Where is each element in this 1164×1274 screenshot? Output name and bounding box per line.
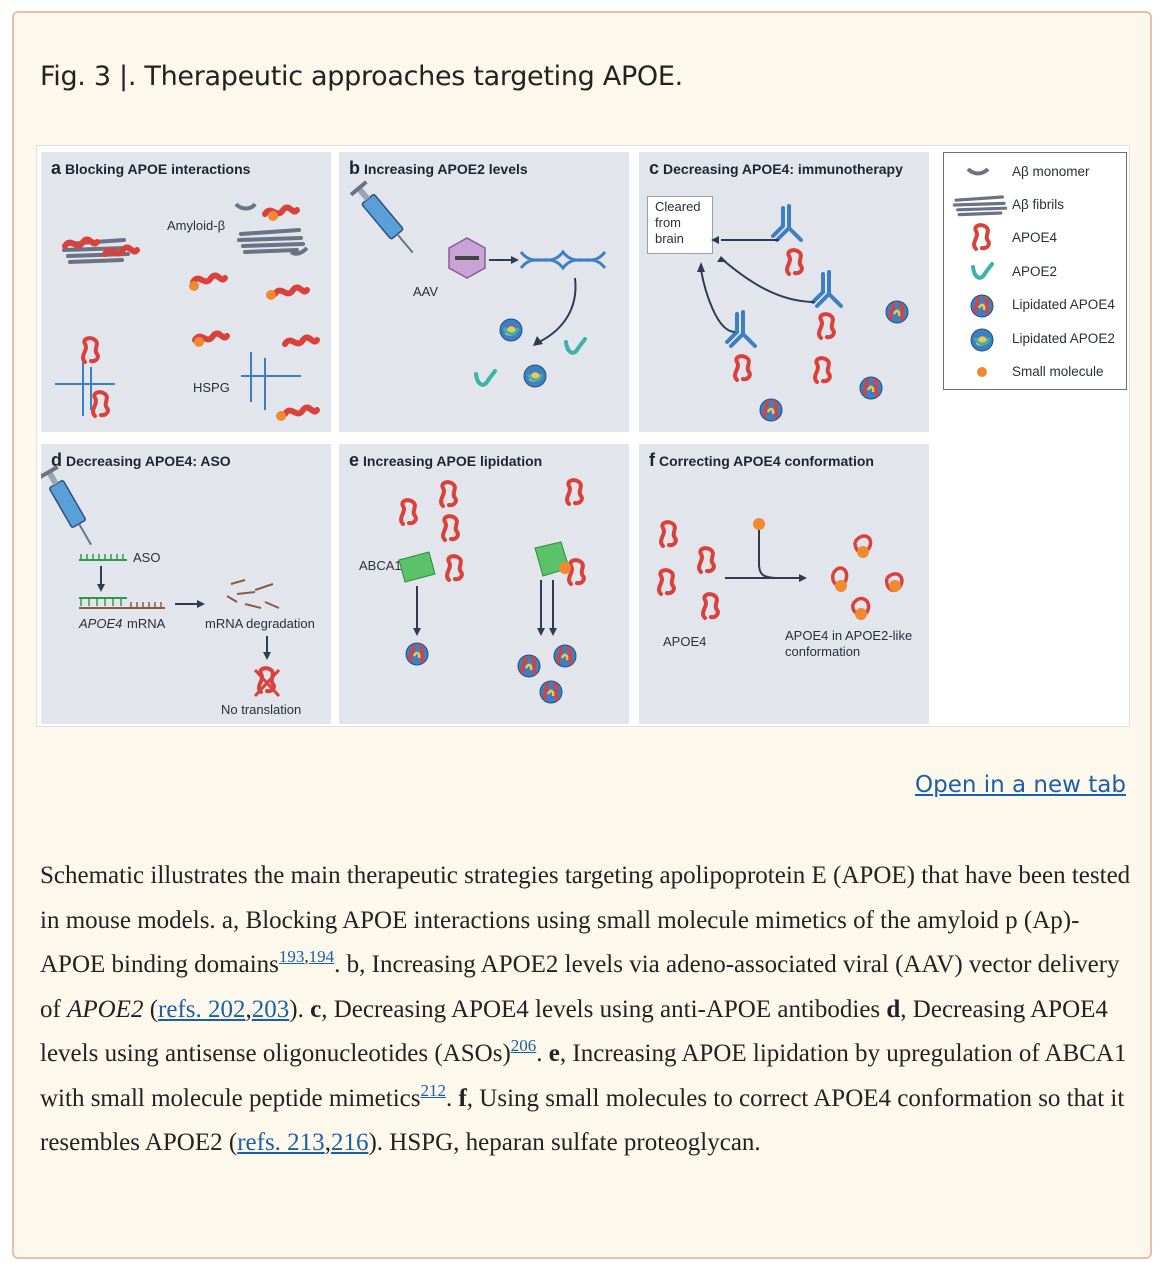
panel-b-illustration xyxy=(348,179,607,389)
caption-bold: e xyxy=(548,1040,560,1067)
ref-link[interactable]: 216 xyxy=(330,1129,369,1156)
aav-label: AAV xyxy=(413,284,439,299)
panel-title: Blocking APOE interactions xyxy=(65,161,251,177)
caption-text: . xyxy=(445,1084,459,1112)
apoe4-icon xyxy=(972,223,991,251)
panel-letter: c xyxy=(649,158,660,178)
caption-text: , Using small molecules to correct APOE4… xyxy=(40,1084,1125,1157)
panel-letter: a xyxy=(51,158,62,178)
caption-text: , xyxy=(304,947,309,966)
caption-bold: d xyxy=(886,995,901,1023)
panel-title: Increasing APOE2 levels xyxy=(364,161,528,177)
panel-title: Correcting APOE4 conformation xyxy=(659,453,874,469)
caption-text: , xyxy=(245,995,252,1023)
ref-link[interactable]: 206 xyxy=(510,1036,537,1055)
caption-text: , Increasing APOE lipidation by upregula… xyxy=(40,1040,1127,1112)
caption-italic: APOE2 xyxy=(67,995,144,1023)
apoe4-gene-label: APOE4 xyxy=(79,616,123,631)
legend-label: Aβ fibrils xyxy=(1012,197,1065,212)
brain-label: brain xyxy=(655,231,684,246)
panel-letter: e xyxy=(349,450,360,470)
mrna-label: mRNA xyxy=(127,616,166,631)
ref-link[interactable]: refs. 202 xyxy=(158,995,246,1023)
panel-title: Decreasing APOE4: immunotherapy xyxy=(663,161,903,177)
hspg-label: HSPG xyxy=(193,380,230,395)
legend-row: Aβ fibrils xyxy=(944,190,1126,220)
panel-letter: b xyxy=(349,158,360,178)
caption-text: , Decreasing APOE4 levels using anti-APO… xyxy=(321,995,887,1023)
legend-label: Aβ monomer xyxy=(1012,164,1090,179)
caption-text: , Decreasing APOE4 levels using antisens… xyxy=(40,995,1108,1068)
abca1-label: ABCA1 xyxy=(359,558,402,573)
panel-f-illustration xyxy=(657,518,904,620)
caption-text: . b, Increasing APOE2 levels via adeno-a… xyxy=(40,951,1120,1023)
legend-label: APOE4 xyxy=(1012,230,1058,245)
ref-link[interactable]: 212 xyxy=(420,1080,446,1100)
figure-caption: Schematic illustrates the main therapeut… xyxy=(40,854,1140,1166)
panel-title: Decreasing APOE4: ASO xyxy=(66,453,231,469)
lipidated-apoe4-icon xyxy=(969,293,995,319)
panel-c-illustration xyxy=(697,204,910,423)
panel-e-illustration xyxy=(398,478,586,705)
small-molecule-icon xyxy=(977,367,987,377)
caption-text: ). HSPG, heparan sulfate proteoglycan. xyxy=(368,1129,761,1156)
legend-row: APOE4 xyxy=(944,223,1126,253)
legend-label: Lipidated APOE4 xyxy=(1012,297,1115,312)
legend-row: Lipidated APOE2 xyxy=(944,324,1126,354)
panel-letter: f xyxy=(649,450,655,470)
caption-text: ). xyxy=(289,995,311,1023)
ref-link[interactable]: 194 xyxy=(308,947,335,966)
caption-bold: f xyxy=(458,1084,467,1112)
legend-label: APOE2 xyxy=(1012,264,1058,279)
apoe2like-label: APOE4 in APOE2-like xyxy=(785,628,913,643)
cleared-label: Cleared xyxy=(655,199,701,214)
legend-label: Small molecule xyxy=(1012,364,1104,379)
cleared-box xyxy=(647,196,713,254)
legend-label: Lipidated APOE2 xyxy=(1012,331,1115,346)
abeta-monomer-icon xyxy=(966,167,990,176)
legend-row: Small molecule xyxy=(944,357,1126,387)
panel-d-illustration xyxy=(41,464,281,698)
caption-text: ( xyxy=(143,995,159,1023)
panel-letter: d xyxy=(51,450,62,470)
conformation-label: conformation xyxy=(785,644,861,659)
panel-a-illustration xyxy=(55,202,331,421)
mrna-degradation-label: mRNA degradation xyxy=(205,616,315,631)
figure-title: Fig. 3 |. Therapeutic approaches targeti… xyxy=(40,61,683,92)
legend-row: Aβ monomer xyxy=(944,157,1126,187)
no-translation-label: No translation xyxy=(221,702,302,717)
legend-row: Lipidated APOE4 xyxy=(944,290,1126,320)
open-in-new-tab-link[interactable]: Open in a new tab xyxy=(915,772,1126,798)
apoe2-icon xyxy=(971,262,994,280)
ref-link[interactable]: 193 xyxy=(278,947,305,966)
caption-text: , xyxy=(324,1129,331,1156)
legend-row: APOE2 xyxy=(944,257,1126,287)
aso-label: ASO xyxy=(133,550,161,565)
caption-text: Schematic illustrates the main therapeut… xyxy=(40,862,1131,978)
caption-text: . xyxy=(536,1040,549,1067)
amyloid-label: Amyloid-β xyxy=(167,218,226,233)
caption-bold: c xyxy=(310,995,322,1023)
legend: Aβ monomer Aβ fibrils APOE4 APOE2 Lipida… xyxy=(943,152,1127,390)
ref-link[interactable]: refs. 213 xyxy=(237,1129,325,1156)
figure-card: Fig. 3 |. Therapeutic approaches targeti… xyxy=(12,11,1152,1259)
from-label: from xyxy=(655,215,681,230)
panel-title: Increasing APOE lipidation xyxy=(363,453,543,469)
abeta-fibrils-icon xyxy=(952,195,1008,217)
ref-link[interactable]: 203 xyxy=(251,995,290,1023)
lipidated-apoe2-icon xyxy=(969,327,995,353)
apoe4-label: APOE4 xyxy=(663,634,707,649)
